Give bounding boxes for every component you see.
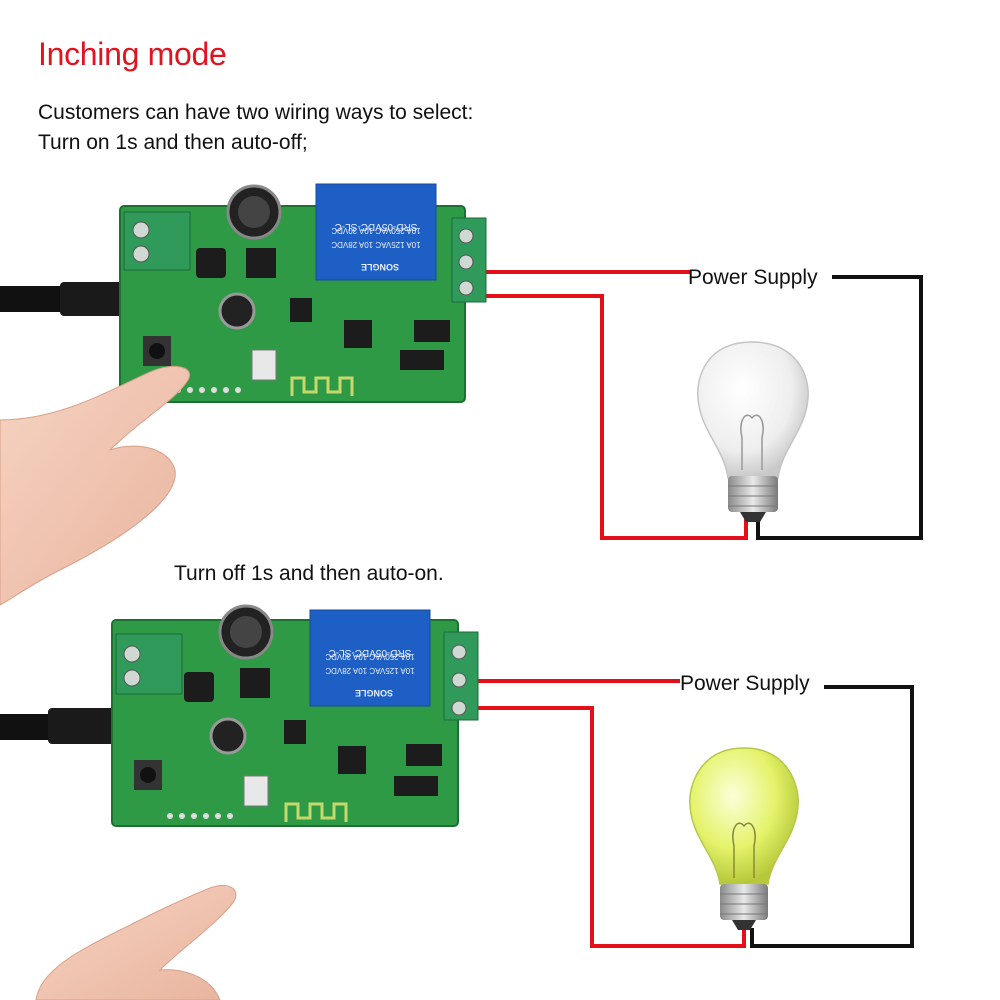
diagram-1: SRD-05VDC-SL-C 10A 250VAC 10A 30VDC 10A … [0, 183, 923, 606]
finger-icon [35, 884, 237, 1000]
power-supply-label-1: Power Supply [688, 266, 818, 289]
diagram-2: SRD-05VDC-SL-C 10A 250VAC 10A 30VDC 10A … [0, 604, 914, 1000]
black-wire-2 [750, 685, 914, 948]
second-mode-caption: Turn off 1s and then auto-on. [174, 562, 444, 585]
relay-brand: SONGLE [355, 688, 393, 698]
finger-icon [0, 366, 191, 606]
relay-label: SRD-05VDC-SL-C [335, 221, 418, 232]
light-bulb-icon [697, 341, 809, 522]
power-supply-label-2: Power Supply [680, 672, 810, 695]
red-wire-2b [474, 706, 746, 948]
black-wire-1 [756, 275, 923, 540]
relay-rating-1: 10A 250VAC 10A 30VDC [331, 226, 420, 235]
page-title: Inching mode [38, 36, 227, 72]
relay-rating-2: 10A 125VAC 10A 28VDC [325, 666, 414, 675]
pcb-board-icon: SRD-05VDC-SL-C 10A 250VAC 10A 30VDC 10A … [119, 183, 487, 403]
relay-label: SRD-05VDC-SL-C [329, 647, 412, 658]
pcb-board-icon: SRD-05VDC-SL-C 10A 250VAC 10A 30VDC 10A … [111, 604, 479, 827]
relay-rating-1: 10A 250VAC 10A 30VDC [325, 652, 414, 661]
relay-icon: SRD-05VDC-SL-C 10A 250VAC 10A 30VDC 10A … [315, 183, 437, 281]
description-line-1: Customers can have two wiring ways to se… [38, 101, 474, 124]
light-bulb-icon [689, 747, 799, 930]
red-wire-1b [480, 294, 748, 540]
relay-brand: SONGLE [361, 262, 399, 272]
relay-icon: SRD-05VDC-SL-C 10A 250VAC 10A 30VDC 10A … [309, 609, 431, 707]
relay-rating-2: 10A 125VAC 10A 28VDC [331, 240, 420, 249]
description-line-2: Turn on 1s and then auto-off; [38, 131, 308, 154]
